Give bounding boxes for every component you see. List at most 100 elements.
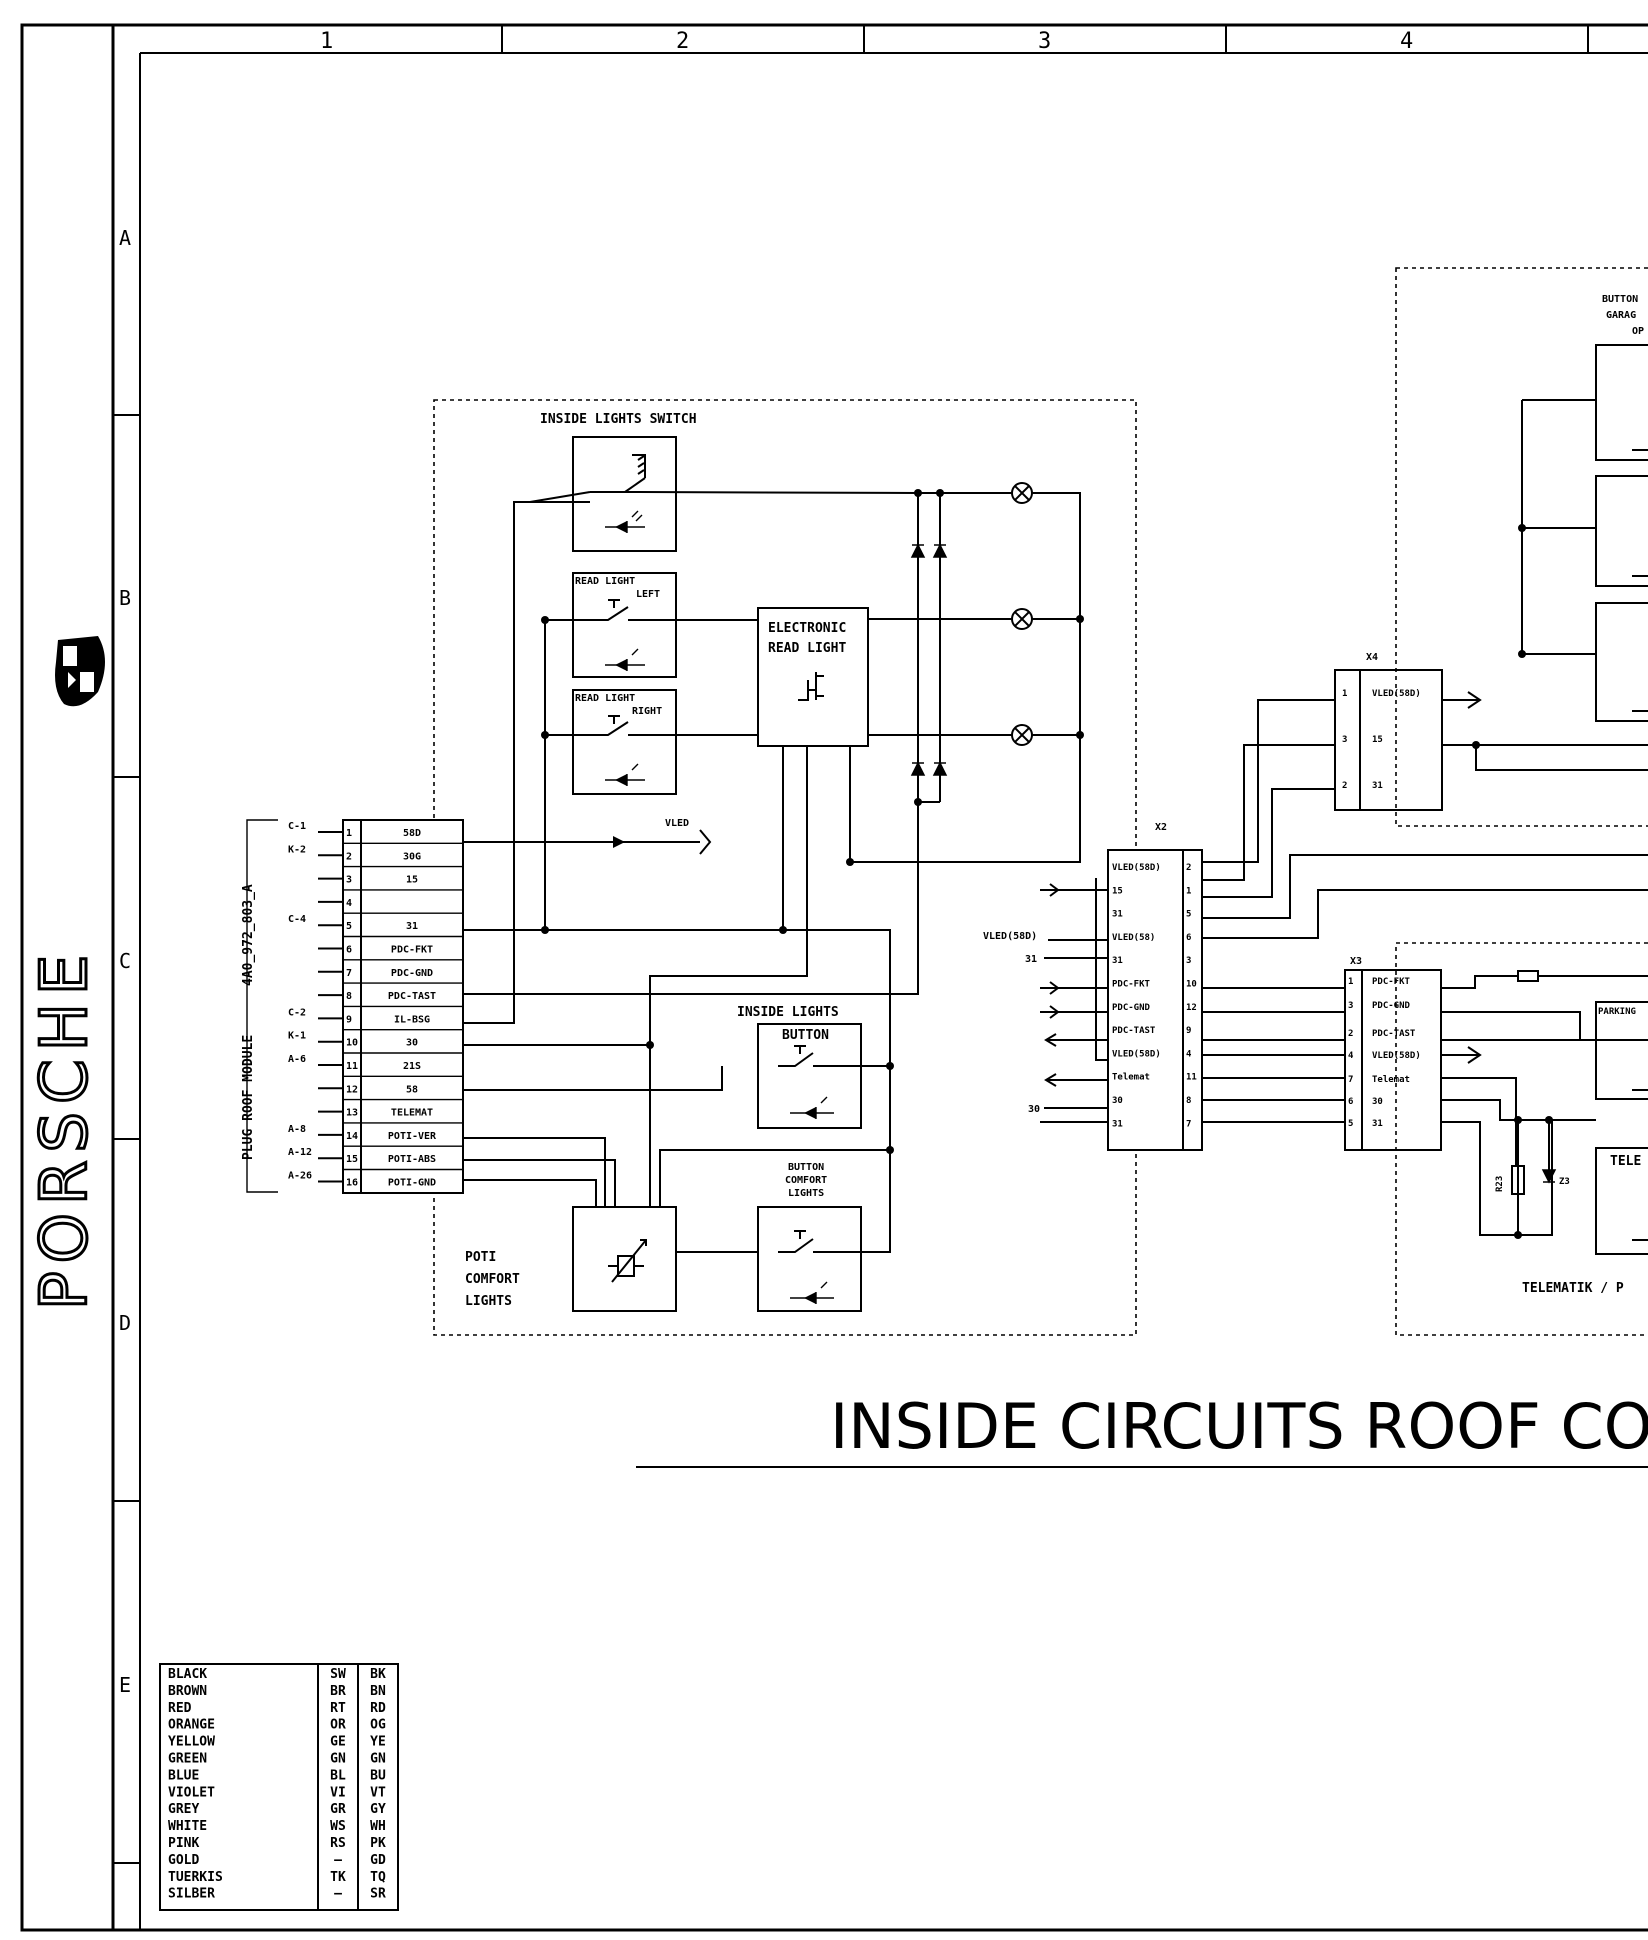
diode-icon: Z3	[1541, 1169, 1570, 1187]
pin-number: 15	[346, 1154, 358, 1165]
read-light-left: READ LIGHT LEFT	[545, 572, 677, 678]
pin-signal: POTI-VER	[388, 1131, 437, 1142]
pin-external-ref: C-1	[288, 821, 306, 832]
pin-signal: Telemat	[1372, 1075, 1410, 1085]
pin-signal: 31	[1112, 1119, 1123, 1129]
color-code-de: GN	[330, 1752, 346, 1767]
pin-external-ref: K-2	[288, 844, 306, 855]
pin-number: 11	[346, 1061, 358, 1072]
drawing-frame	[20, 23, 1648, 1932]
resistor-icon: R23	[1495, 1165, 1525, 1195]
pin-row: 5 31 C-4	[288, 912, 463, 932]
color-code-en: PK	[370, 1836, 386, 1851]
color-name: BROWN	[168, 1684, 207, 1699]
led-icon	[790, 1281, 834, 1304]
garage-opener-sub1: GARAG	[1606, 310, 1636, 321]
color-name: GOLD	[168, 1853, 199, 1868]
x3-label: X3	[1350, 956, 1362, 967]
color-name: RED	[168, 1701, 192, 1716]
pin-signal: 58D	[403, 828, 421, 839]
button-comfort-lights: BUTTON COMFORT LIGHTS	[757, 1162, 862, 1312]
row-labels: A B C D E	[119, 226, 131, 1697]
pin-number: 6	[1348, 1097, 1353, 1107]
telematik-block: TELE	[1595, 1147, 1648, 1255]
pin-signal: 31	[1372, 781, 1383, 791]
pin-number: 16	[346, 1178, 358, 1189]
pin-signal: 31	[1112, 910, 1123, 920]
row-label: A	[119, 226, 131, 250]
color-code-en: TQ	[370, 1870, 386, 1885]
poti-comfort-lights: POTI COMFORT LIGHTS	[465, 1206, 677, 1312]
pin-number: 3	[1348, 1001, 1353, 1011]
pin-signal: VLED(58D)	[1372, 1051, 1421, 1061]
row-label: E	[119, 1673, 131, 1697]
pin-signal: 31	[406, 921, 418, 932]
pin-external-ref: A-26	[288, 1171, 312, 1182]
pin-number: 1	[1186, 886, 1191, 896]
pin-row: 6 30	[1348, 1097, 1383, 1107]
color-code-de: BL	[330, 1768, 346, 1783]
color-code-de: OR	[330, 1718, 346, 1733]
pin-number: 5	[1186, 910, 1191, 920]
brand-wordmark: PORSCHE	[28, 947, 102, 1310]
color-row: SILBER—SR	[168, 1887, 386, 1902]
color-code-de: GR	[330, 1802, 346, 1817]
pin-row: 4 VLED(58D)	[1348, 1051, 1421, 1061]
color-code-en: OG	[370, 1718, 386, 1733]
pin-number: 4	[1186, 1049, 1192, 1059]
pin-signal: PDC-GND	[1372, 1001, 1411, 1011]
x2-input-label: 30	[1028, 1104, 1040, 1115]
pin-number: 4	[1348, 1051, 1354, 1061]
garage-opener-title: BUTTON	[1602, 294, 1638, 305]
read-light-right-side: RIGHT	[632, 706, 662, 717]
pin-signal: PDC-TAST	[1112, 1026, 1156, 1036]
color-code-de: TK	[330, 1870, 346, 1885]
color-code-de: —	[334, 1887, 342, 1902]
pin-number: 5	[346, 921, 352, 932]
pin-number: 4	[346, 898, 352, 909]
pin-row: VLED(58D)2	[1112, 863, 1191, 873]
inside-lights-group-outline	[433, 399, 1137, 1336]
pin-number: 8	[1186, 1096, 1191, 1106]
pin-number: 11	[1186, 1073, 1197, 1083]
color-code-en: RD	[370, 1701, 386, 1716]
pin-signal: 15	[1372, 735, 1383, 745]
lamp-icon	[1011, 482, 1033, 746]
pin-number: 2	[1348, 1029, 1353, 1039]
led-icon	[790, 1096, 834, 1119]
poti-comfort-lights-sub1: COMFORT	[465, 1272, 520, 1287]
color-name: ORANGE	[168, 1718, 215, 1733]
color-code-en: WH	[370, 1819, 386, 1834]
pin-external-ref: C-2	[288, 1007, 306, 1018]
pin-number: 3	[1186, 956, 1191, 966]
color-code-en: GY	[370, 1802, 386, 1817]
wire-junctions	[541, 489, 1084, 1154]
led-icon	[605, 763, 645, 786]
pin-external-ref: C-4	[288, 914, 306, 925]
right-wiring	[1040, 691, 1648, 1239]
pin-signal: 30	[1372, 1097, 1383, 1107]
color-code-de: BR	[330, 1684, 346, 1699]
pin-number: 6	[1186, 933, 1191, 943]
pin-number: 13	[346, 1108, 358, 1119]
pin-number: 12	[346, 1084, 358, 1095]
